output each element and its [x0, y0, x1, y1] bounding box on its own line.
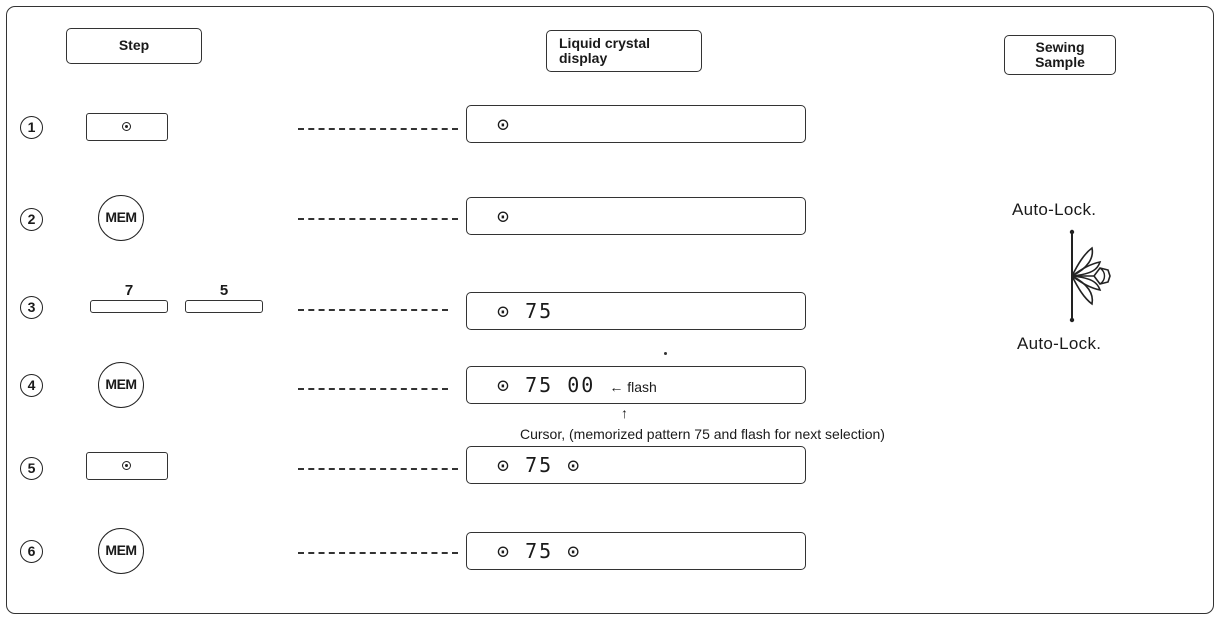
auto-lock-top-label: Auto-Lock. — [1012, 200, 1097, 219]
stitch-end-dot — [1069, 317, 1075, 323]
connector-line — [298, 468, 458, 470]
lcd-display-5: ⊙ 75 ⊙ — [466, 446, 806, 484]
step-row-6: 6 MEM ⊙ 75 ⊙ — [0, 528, 1223, 578]
step-number-6: 6 — [20, 540, 43, 563]
petal-lower-mid — [1071, 275, 1102, 292]
connector-line — [298, 128, 458, 130]
lcd-column-header: Liquid crystal display — [546, 30, 702, 72]
number-key-7: 7 — [90, 282, 168, 313]
connector-line — [298, 388, 448, 390]
step-number-1: 1 — [20, 116, 43, 139]
lcd-display-6: ⊙ 75 ⊙ — [466, 532, 806, 570]
bud-inner — [1099, 267, 1106, 285]
lcd-display-2: ⊙ — [466, 197, 806, 235]
diagram-panel — [6, 6, 1214, 614]
dot-pattern-button — [86, 452, 168, 480]
dot-icon — [122, 461, 131, 470]
lcd-display-1: ⊙ — [466, 105, 806, 143]
step-row-3: 3 7 5 ⊙ 75 — [0, 282, 1223, 332]
dot-icon — [122, 122, 131, 131]
lcd-header-line-1: Liquid crystal — [559, 35, 651, 51]
number-key-5: 5 — [185, 282, 263, 313]
sewing-sample-stitch-icon — [1069, 229, 1111, 323]
sewing-sample-column-header: Sewing Sample — [1004, 35, 1116, 75]
stitch-start-dot — [1069, 229, 1075, 235]
mem-button: MEM — [98, 195, 144, 241]
stray-mark — [664, 352, 667, 355]
connector-line — [298, 218, 458, 220]
lcd-display-4: ⊙ 75 00 ← flash — [466, 366, 806, 404]
step-number-5: 5 — [20, 457, 43, 480]
step-row-1: 1 ⊙ — [0, 105, 1223, 155]
mem-button: MEM — [98, 528, 144, 574]
lcd-display-3: ⊙ 75 — [466, 292, 806, 330]
mem-button: MEM — [98, 362, 144, 408]
petal-upper-mid — [1071, 260, 1102, 277]
step-header-label: Step — [118, 37, 150, 53]
lcd-header-line-2: display — [559, 50, 608, 66]
keycap — [90, 300, 168, 313]
sewing-header-line-2: Sample — [1035, 54, 1085, 70]
sewing-header-line-1: Sewing — [1035, 39, 1085, 55]
keycap — [185, 300, 263, 313]
connector-line — [298, 309, 448, 311]
step-row-4: 4 MEM ⊙ 75 00 ← flash — [0, 362, 1223, 412]
step-number-4: 4 — [20, 374, 43, 397]
step-number-2: 2 — [20, 208, 43, 231]
auto-lock-bottom-label: Auto-Lock. — [1017, 334, 1102, 353]
key-label: 5 — [219, 282, 229, 299]
cursor-up-arrow-icon: ↑ — [621, 405, 628, 421]
cursor-note: Cursor, (memorized pattern 75 and flash … — [520, 426, 885, 442]
dot-pattern-button — [86, 113, 168, 141]
key-label: 7 — [124, 282, 134, 299]
step-row-5: 5 ⊙ 75 ⊙ — [0, 446, 1223, 496]
flash-note: ← flash — [609, 379, 657, 395]
step-number-3: 3 — [20, 296, 43, 319]
step-column-header: Step — [66, 28, 202, 64]
lcd-text: ⊙ 75 00 — [497, 373, 596, 397]
connector-line — [298, 552, 458, 554]
step-row-2: 2 MEM ⊙ — [0, 195, 1223, 245]
